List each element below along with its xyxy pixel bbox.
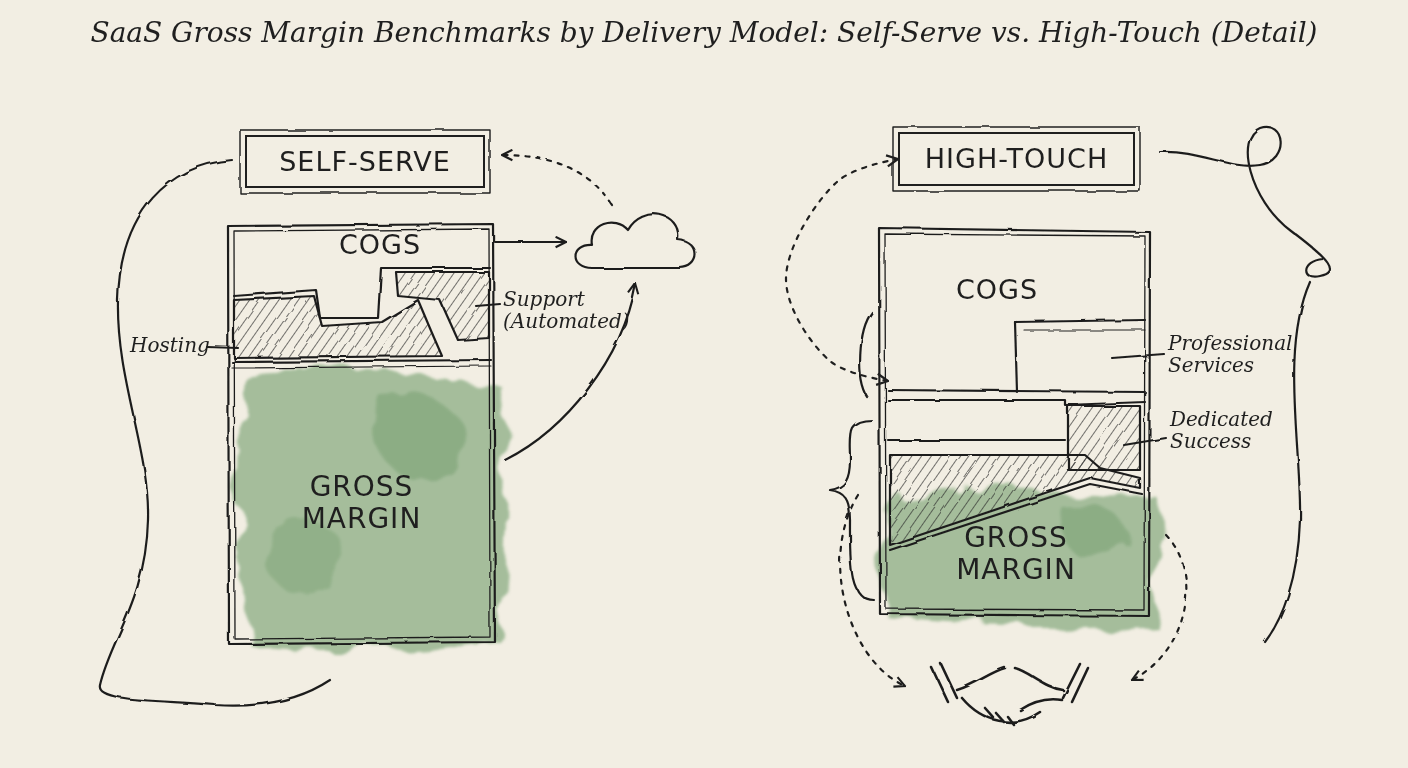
node-text: GROSS MARGIN xyxy=(287,471,437,535)
leader-line xyxy=(207,347,238,348)
dashed-connector xyxy=(786,159,898,381)
node-text: HIGH-TOUCH xyxy=(925,143,1108,174)
margin-region: GROSS MARGIN xyxy=(888,496,1144,612)
layer-line xyxy=(1024,329,1145,330)
column-outline xyxy=(234,229,490,639)
handshake-icon xyxy=(932,664,1088,724)
node-text: COGS xyxy=(956,274,1038,305)
right-margin-wash-dark xyxy=(1060,504,1126,555)
column-outline xyxy=(885,234,1145,610)
layer-line xyxy=(1015,322,1017,392)
margin-region: GROSS MARGIN xyxy=(233,367,490,639)
layer-line xyxy=(888,439,1065,441)
left-margin-wash-dark xyxy=(369,394,470,480)
dashed-arrow xyxy=(840,495,905,686)
header-sketch-outline xyxy=(893,127,1140,191)
left-margin-wash xyxy=(240,372,507,651)
bracket xyxy=(860,312,872,398)
leader-line xyxy=(1124,438,1166,445)
column-outline xyxy=(228,224,495,644)
callout-label: Hosting xyxy=(130,334,210,356)
leader-line xyxy=(476,304,500,306)
dashed-arrow xyxy=(502,155,612,205)
margin-divider xyxy=(232,366,491,368)
header-box: SELF-SERVE xyxy=(245,135,485,188)
callout-label: Support (Automated) xyxy=(503,288,621,333)
header-sketch-outline xyxy=(240,130,490,193)
node-text: SELF-SERVE xyxy=(279,146,451,177)
brace xyxy=(830,420,874,600)
hosting-band xyxy=(234,296,442,358)
cloud-icon xyxy=(576,214,696,268)
bracket xyxy=(100,160,330,706)
column-outline xyxy=(879,228,1150,616)
ink-sketch xyxy=(100,127,1330,724)
node-text: COGS xyxy=(339,229,421,260)
dashed-arrow xyxy=(1132,535,1186,680)
cogs-region: COGS xyxy=(233,229,489,295)
callout-label: Dedicated Success xyxy=(1170,408,1295,453)
margin-divider xyxy=(232,360,491,362)
diagram-title: SaaS Gross Margin Benchmarks by Delivery… xyxy=(0,16,1408,49)
layer-line xyxy=(888,400,1145,405)
layer-line xyxy=(1015,320,1145,322)
arrow-line xyxy=(495,241,566,243)
leader-line xyxy=(1112,354,1164,358)
node-text: GROSS MARGIN xyxy=(941,522,1091,586)
header-box: HIGH-TOUCH xyxy=(898,132,1135,186)
callout-label: Professional Services xyxy=(1168,332,1308,377)
swirl xyxy=(1160,127,1330,277)
cogs-region: COGS xyxy=(888,236,1145,391)
